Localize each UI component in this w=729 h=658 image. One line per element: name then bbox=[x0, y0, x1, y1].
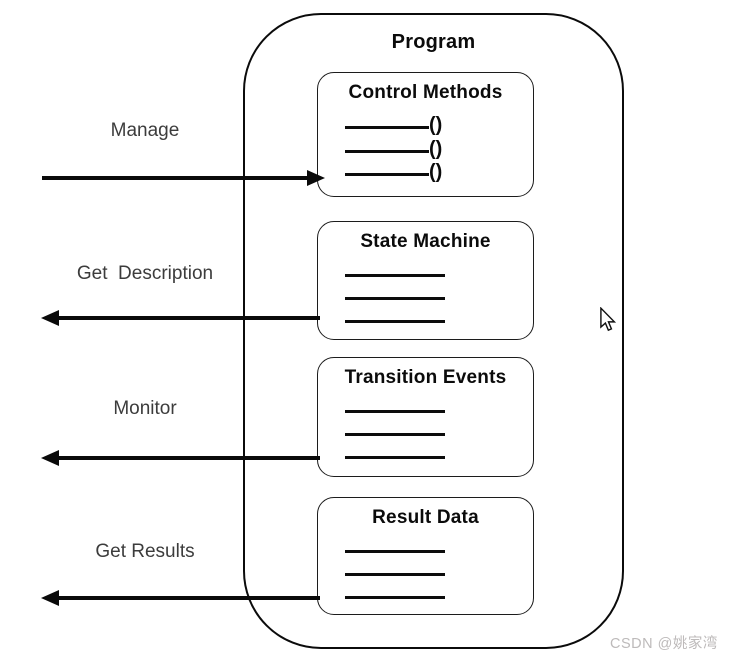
box-result-data-title: Result Data bbox=[372, 507, 479, 528]
box-state-machine: State Machine bbox=[317, 221, 534, 340]
box-transition-events-title: Transition Events bbox=[344, 367, 507, 388]
mouse-cursor-icon bbox=[600, 307, 617, 332]
blank-line bbox=[345, 297, 445, 300]
get-results-arrowhead-left-icon bbox=[41, 590, 59, 606]
label-get-results: Get Results bbox=[95, 541, 195, 562]
method-parentheses: () bbox=[429, 161, 443, 183]
box-control-methods: Control Methods () () () bbox=[317, 72, 534, 197]
label-monitor: Monitor bbox=[113, 398, 177, 419]
monitor-arrowhead-left-icon bbox=[41, 450, 59, 466]
method-placeholder-row: () bbox=[345, 153, 442, 182]
get-description-arrow-line bbox=[58, 316, 320, 320]
csdn-watermark: CSDN @姚家湾 bbox=[610, 636, 718, 652]
blank-line bbox=[345, 150, 429, 153]
method-placeholder-row: () bbox=[345, 130, 442, 159]
method-parentheses: () bbox=[429, 114, 443, 136]
blank-line bbox=[345, 433, 445, 436]
get-description-arrowhead-left-icon bbox=[41, 310, 59, 326]
blank-line bbox=[345, 573, 445, 576]
blank-line bbox=[345, 456, 445, 459]
blank-line bbox=[345, 320, 445, 323]
method-placeholder-row: () bbox=[345, 106, 442, 135]
label-get-description: Get Description bbox=[76, 263, 214, 284]
program-title: Program bbox=[391, 31, 476, 53]
program-container: Program Control Methods () () () State M… bbox=[243, 13, 624, 649]
blank-line bbox=[345, 596, 445, 599]
manage-arrow-line bbox=[42, 176, 308, 180]
box-result-data: Result Data bbox=[317, 497, 534, 615]
blank-line bbox=[345, 550, 445, 553]
method-parentheses: () bbox=[429, 138, 443, 160]
box-transition-events: Transition Events bbox=[317, 357, 534, 477]
manage-arrowhead-right-icon bbox=[307, 170, 325, 186]
blank-line bbox=[345, 126, 429, 129]
box-state-machine-title: State Machine bbox=[360, 231, 491, 252]
blank-line bbox=[345, 173, 429, 176]
monitor-arrow-line bbox=[58, 456, 320, 460]
label-manage: Manage bbox=[110, 120, 180, 141]
get-results-arrow-line bbox=[58, 596, 320, 600]
blank-line bbox=[345, 410, 445, 413]
blank-line bbox=[345, 274, 445, 277]
box-control-methods-title: Control Methods bbox=[348, 82, 503, 103]
